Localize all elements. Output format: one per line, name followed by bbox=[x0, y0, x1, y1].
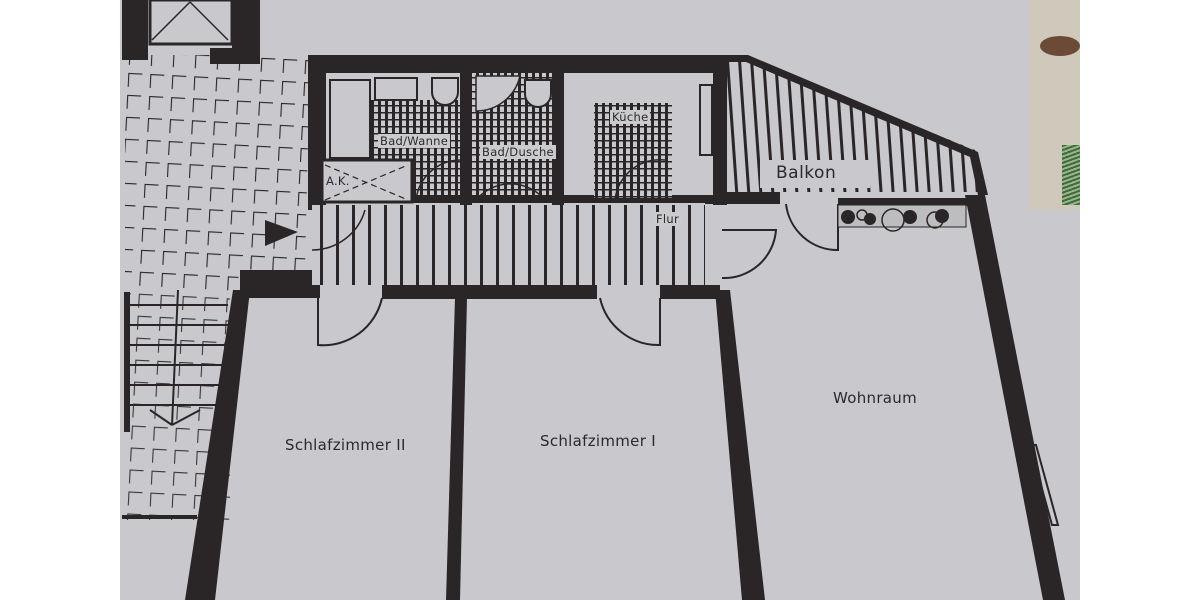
room-label-abstellkammer: A.K. bbox=[326, 174, 350, 188]
room-label-schlafzimmer-1: Schlafzimmer I bbox=[540, 432, 656, 450]
bathroom-shower bbox=[472, 73, 552, 201]
upper-stair-opening bbox=[122, 0, 260, 64]
kitchen bbox=[564, 73, 713, 201]
plant-planter bbox=[837, 204, 967, 232]
walls bbox=[185, 55, 1065, 600]
leaf-pattern-decoration bbox=[1062, 145, 1080, 205]
balcony bbox=[725, 55, 988, 195]
window bbox=[1013, 439, 1060, 526]
room-label-flur: Flur bbox=[654, 212, 682, 226]
room-label-balkon: Balkon bbox=[776, 163, 837, 183]
room-label-schlafzimmer-2: Schlafzimmer II bbox=[285, 436, 406, 454]
room-label-kueche: Küche bbox=[610, 110, 651, 124]
room-label-wohnraum: Wohnraum bbox=[833, 389, 918, 407]
doors bbox=[317, 203, 839, 347]
hallway bbox=[265, 205, 720, 285]
coffee-bean-decoration bbox=[1040, 36, 1080, 56]
room-label-bad-wanne: Bad/Wanne bbox=[378, 134, 451, 148]
room-label-bad-dusche: Bad/Dusche bbox=[480, 145, 556, 159]
entrance-arrow-icon bbox=[265, 220, 298, 246]
